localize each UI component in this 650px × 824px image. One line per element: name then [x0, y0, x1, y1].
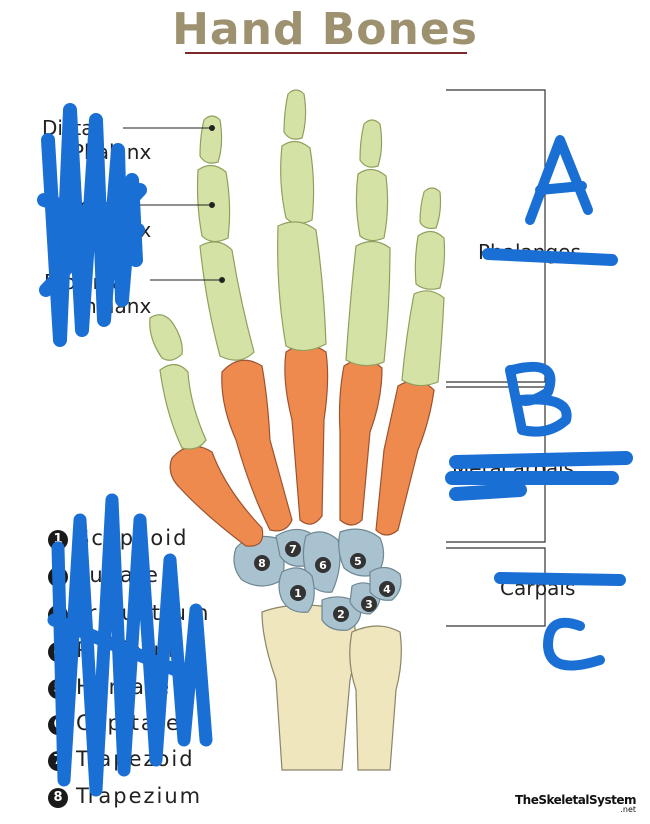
little-middle [414, 230, 446, 290]
carpal-number-badges: 1 2 3 4 5 6 7 8 [254, 541, 395, 622]
metacarpal-index [221, 359, 293, 532]
little-proximal [401, 290, 445, 387]
middle-proximal [277, 221, 327, 352]
handwritten-c [543, 617, 605, 671]
carpal-badge-8: 8 [258, 557, 266, 570]
carpal-badge-3: 3 [365, 598, 373, 611]
scribble-finger-labels [37, 103, 147, 347]
ring-middle [355, 168, 389, 242]
middle-distal [283, 89, 307, 140]
ring-proximal [345, 240, 391, 367]
carpal-badge-6: 6 [319, 559, 327, 572]
phalanx-bones [149, 89, 446, 450]
carpal-badge-1: 1 [294, 587, 302, 600]
carpal-badge-7: 7 [289, 543, 297, 556]
index-proximal [199, 241, 255, 361]
handwritten-b [505, 361, 572, 437]
thumb-distal [149, 314, 183, 361]
scribble-legend [47, 493, 213, 797]
carpal-badge-2: 2 [337, 608, 345, 621]
site-credit: TheSkeletalSystem .net [515, 793, 637, 814]
bracket-phalanges [446, 89, 546, 383]
handwritten-a [525, 135, 593, 225]
little-distal [419, 187, 442, 229]
middle-middle [280, 140, 315, 225]
thumb-proximal [159, 363, 207, 450]
page-title: Hand Bones [172, 4, 478, 55]
carpal-badge-4: 4 [383, 583, 391, 596]
bracket-carpals [446, 547, 546, 627]
metacarpal-thumb [169, 445, 264, 547]
title-underline [185, 52, 467, 54]
ulna-bone [349, 625, 402, 771]
scribble-metacarpals [445, 451, 633, 501]
scribble-carpals [494, 572, 626, 586]
carpal-badge-5: 5 [354, 555, 362, 568]
ring-distal [359, 119, 383, 168]
scribble-phalanges [482, 248, 618, 266]
